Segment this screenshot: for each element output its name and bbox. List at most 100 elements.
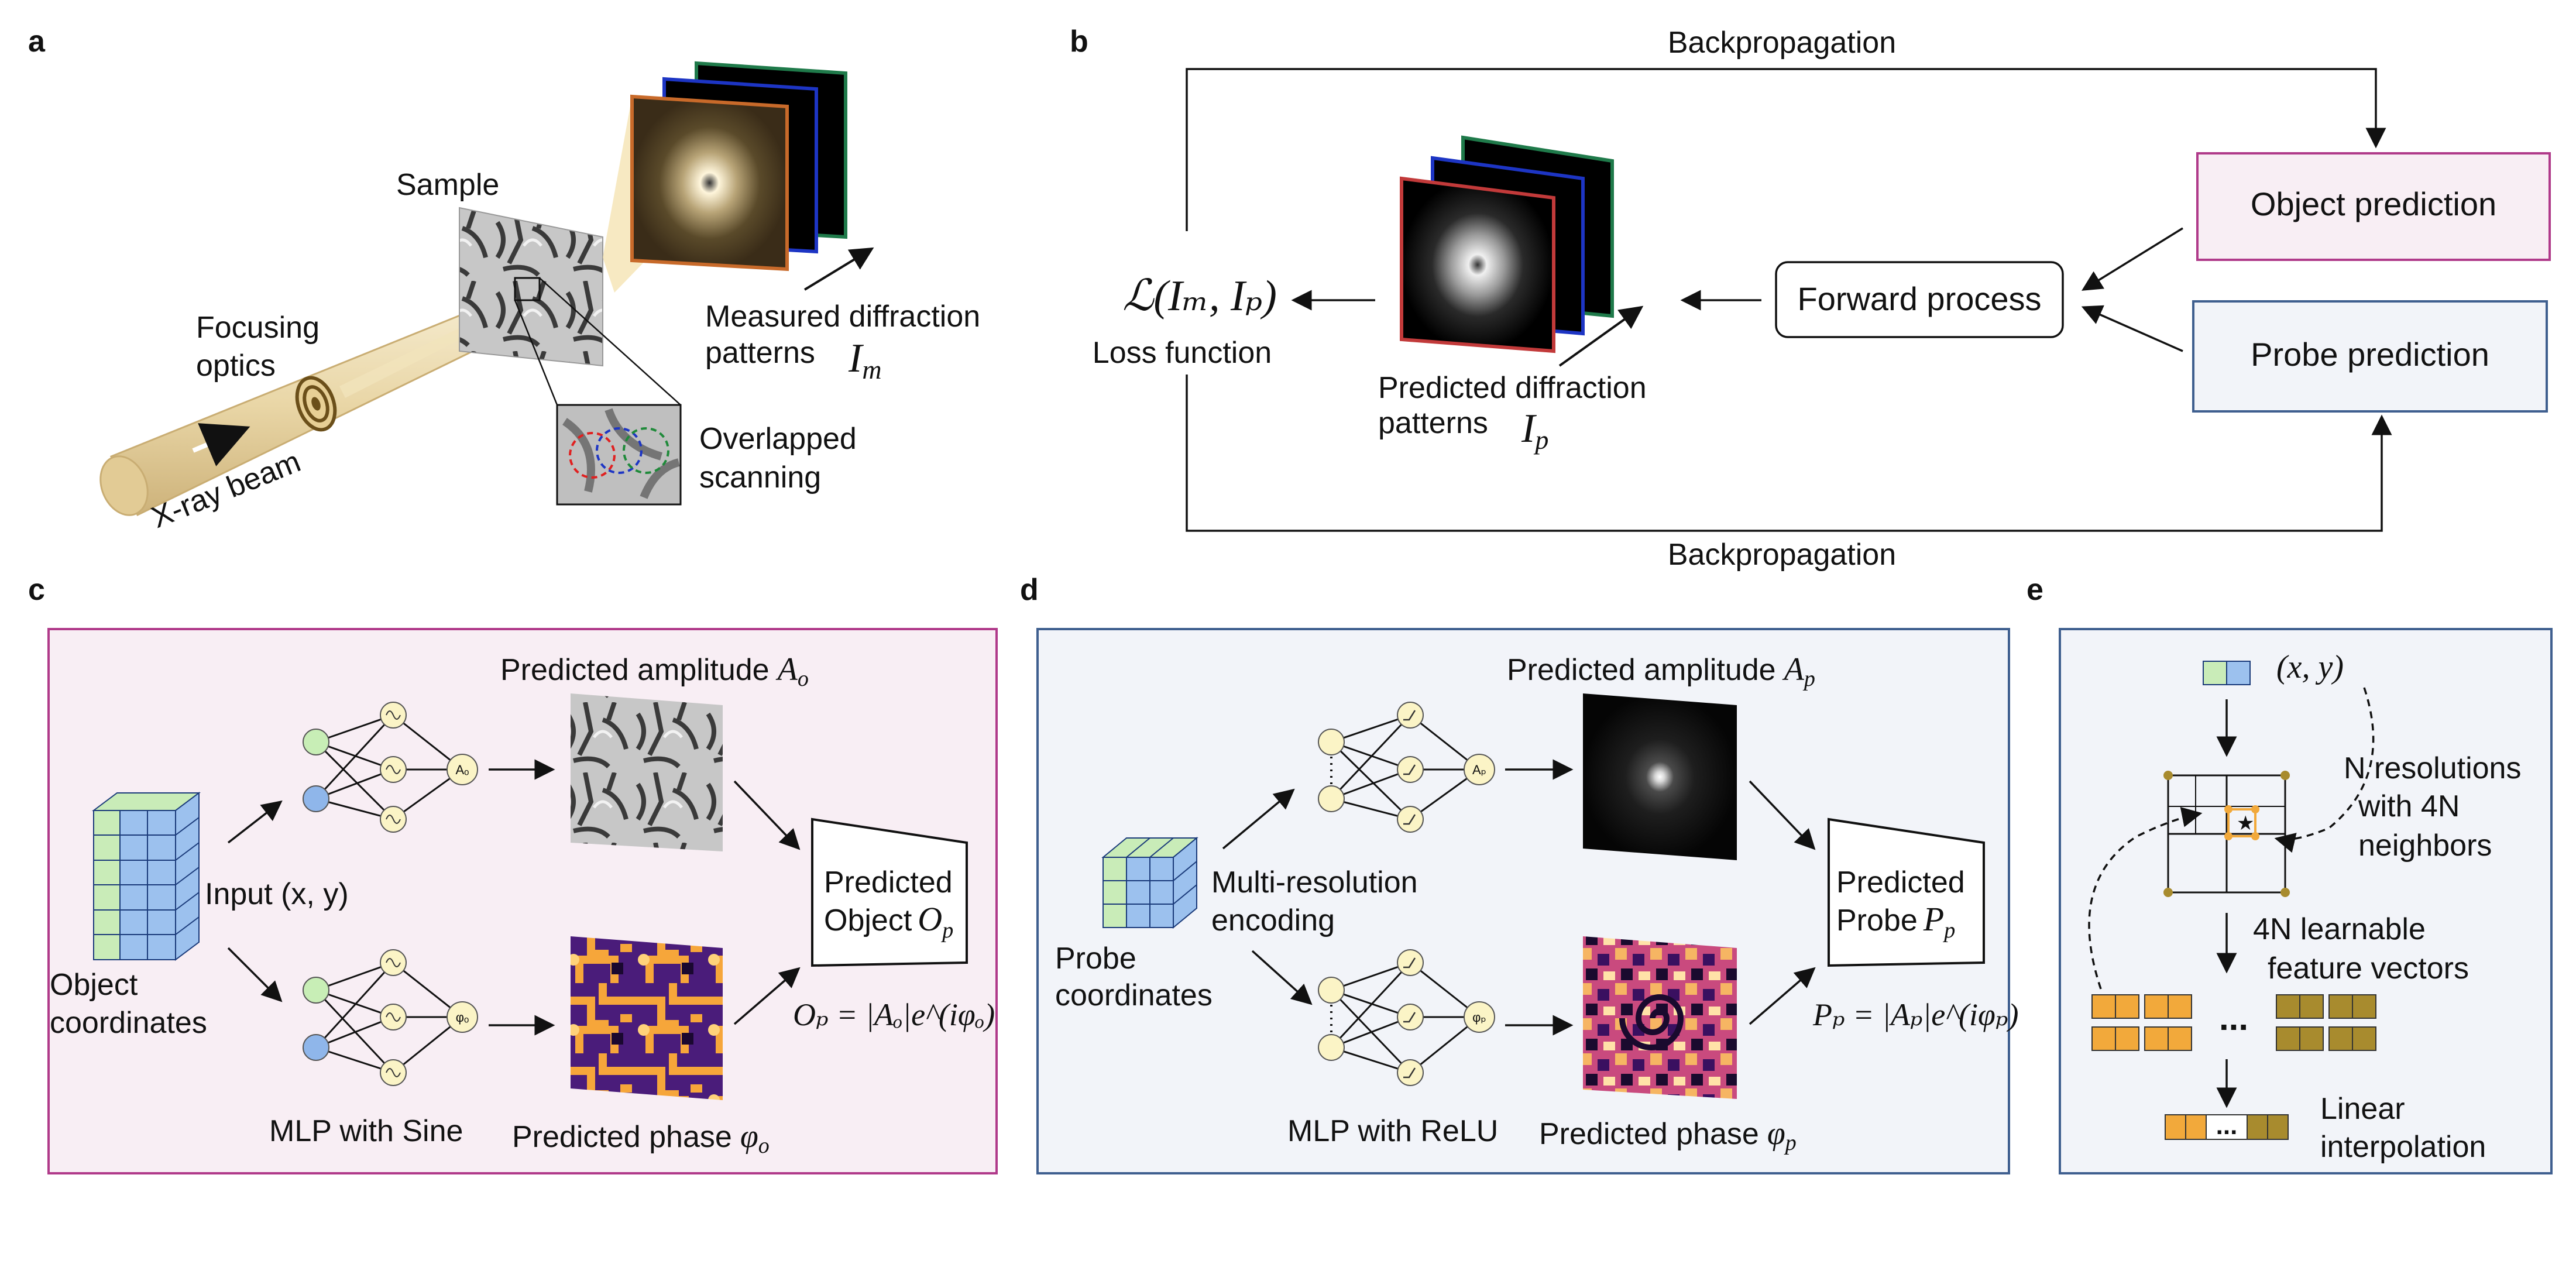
interp-ellipsis: ... xyxy=(2216,1111,2238,1140)
xy-cell-x xyxy=(2203,661,2227,685)
probe-equation: Pₚ = |Aₚ|e^(iφₚ) xyxy=(1812,997,2018,1032)
relu-mlp-label: MLP with ReLU xyxy=(1287,1114,1498,1148)
node-amp-o: Aₒ xyxy=(456,762,469,777)
predicted-diffraction-stack xyxy=(1400,135,1644,367)
overlap-label-2: scanning xyxy=(699,461,821,494)
panel-b-label: b xyxy=(1070,25,1088,59)
xy-label: (x, y) xyxy=(2276,649,2344,685)
measured-label-1: Measured diffraction xyxy=(705,300,980,334)
resolutions-label-2: with 4N xyxy=(2358,789,2460,823)
xy-to-point-dashed-arrow xyxy=(2274,687,2375,853)
sine-mlp-label: MLP with Sine xyxy=(269,1114,463,1148)
panel-a: a X-ray beam Focusing optics Sample xyxy=(28,25,980,535)
encoding-to-phase-mlp-arrow xyxy=(1251,950,1313,1005)
panel-e: e (x, y) ★ N resolu xyxy=(2027,573,2553,1174)
encoding-detail-panel xyxy=(2059,628,2553,1174)
panel-b: b Backpropagation Backpropagation Object… xyxy=(1070,25,2551,572)
encoding-label-2: encoding xyxy=(1211,904,1335,937)
object-prediction-label: Object prediction xyxy=(2251,186,2496,222)
backprop-top-label: Backpropagation xyxy=(1668,26,1896,60)
resolutions-label-3: neighbors xyxy=(2358,829,2492,863)
sine-mlp-amplitude: Aₒ xyxy=(303,702,478,833)
probe-phase-image xyxy=(1583,936,1737,1099)
forward-process-label: Forward process xyxy=(1797,280,2041,317)
probe-amp-to-probe-arrow xyxy=(1749,780,1816,850)
object-equation: Oₚ = |Aₒ|e^(iφₒ) xyxy=(793,997,995,1032)
panel-e-label: e xyxy=(2027,573,2043,607)
object-coordinates-grid xyxy=(92,792,201,961)
probe-prediction-box xyxy=(2192,300,2548,413)
object-to-forward-arrow xyxy=(2082,227,2183,291)
panel-d-label: d xyxy=(1020,573,1039,607)
object-prediction-box xyxy=(2196,152,2551,261)
predicted-object-box xyxy=(811,818,968,967)
overlap-label-1: Overlapped xyxy=(699,422,857,456)
backprop-top-arrow xyxy=(1186,68,2386,231)
probe-coordinates-grid xyxy=(1101,836,1198,929)
learnable-label-2: feature vectors xyxy=(2268,952,2469,985)
xy-cell-y xyxy=(2226,661,2251,685)
node-phase-o: φₒ xyxy=(456,1010,469,1025)
object-coords-label-2: coordinates xyxy=(50,1006,207,1040)
input-to-amp-mlp-arrow xyxy=(227,800,283,844)
phase-to-object-arrow xyxy=(733,967,801,1025)
interp-label-1: Linear xyxy=(2320,1092,2405,1126)
panel-d: d Probe coordinates Multi-resolution enc… xyxy=(1020,573,2018,1174)
probe-network-panel xyxy=(1036,628,2010,1174)
backprop-bottom-label: Backpropagation xyxy=(1668,538,1896,572)
predicted-symbol: Ip xyxy=(1521,406,1548,455)
input-label: Input (x, y) xyxy=(205,877,349,911)
node-amp-p: Aₚ xyxy=(1472,762,1486,777)
probe-coords-label-1: Probe xyxy=(1055,942,1136,976)
measured-diffraction-stack xyxy=(630,61,874,291)
focusing-label-2: optics xyxy=(196,349,276,383)
object-phase-image xyxy=(571,936,723,1100)
panel-c-label: c xyxy=(28,573,45,607)
probe-coords-label-2: coordinates xyxy=(1055,978,1213,1012)
focusing-optics-icon xyxy=(295,376,337,432)
amp-to-object-arrow xyxy=(733,780,801,850)
focusing-label-1: Focusing xyxy=(196,311,320,345)
probe-to-forward-arrow xyxy=(2081,305,2183,352)
predicted-label-1: Predicted diffraction xyxy=(1378,371,1647,405)
measured-symbol: Im xyxy=(848,336,882,384)
sine-mlp-phase: φₒ xyxy=(303,949,478,1086)
object-amplitude-image xyxy=(571,693,723,851)
encoding-label-1: Multi-resolution xyxy=(1211,865,1418,899)
probe-amplitude-image xyxy=(1583,693,1737,860)
learnable-label-1: 4N learnable xyxy=(2253,912,2426,946)
predicted-probe-box xyxy=(1828,818,1985,967)
feature-vectors xyxy=(2091,994,2376,1051)
object-coords-label-1: Object xyxy=(50,968,138,1002)
measured-label-2: patterns xyxy=(705,336,815,370)
probe-prediction-label: Probe prediction xyxy=(2251,336,2489,373)
predicted-label-2: patterns xyxy=(1378,406,1488,440)
features-to-grid-dashed-arrow xyxy=(2088,807,2203,990)
interpolated-vector xyxy=(2165,1114,2289,1140)
node-phase-p: φₚ xyxy=(1472,1010,1486,1025)
resolutions-label-1: N resolutions xyxy=(2344,751,2521,785)
sample-image xyxy=(459,207,603,367)
relu-mlp-phase: φₚ xyxy=(1318,949,1495,1086)
query-point-icon: ★ xyxy=(2237,812,2254,834)
interp-label-2: interpolation xyxy=(2320,1130,2486,1164)
panel-c: c Object coordinates Input (x, y) Aₒ xyxy=(28,573,998,1174)
panel-a-label: a xyxy=(28,25,46,59)
backprop-bottom-arrow xyxy=(1186,375,2392,532)
features-ellipsis: ... xyxy=(2219,998,2248,1038)
input-to-phase-mlp-arrow xyxy=(227,947,283,1002)
loss-label: Loss function xyxy=(1093,336,1272,370)
loss-formula: ℒ(Iₘ, Iₚ) xyxy=(1122,272,1277,320)
pred-object-label-1: Predicted xyxy=(824,865,953,899)
pred-probe-label-1: Predicted xyxy=(1836,865,1965,899)
overlap-inset xyxy=(514,277,682,506)
sample-label: Sample xyxy=(396,168,499,202)
probe-phase-to-probe-arrow xyxy=(1749,967,1816,1025)
